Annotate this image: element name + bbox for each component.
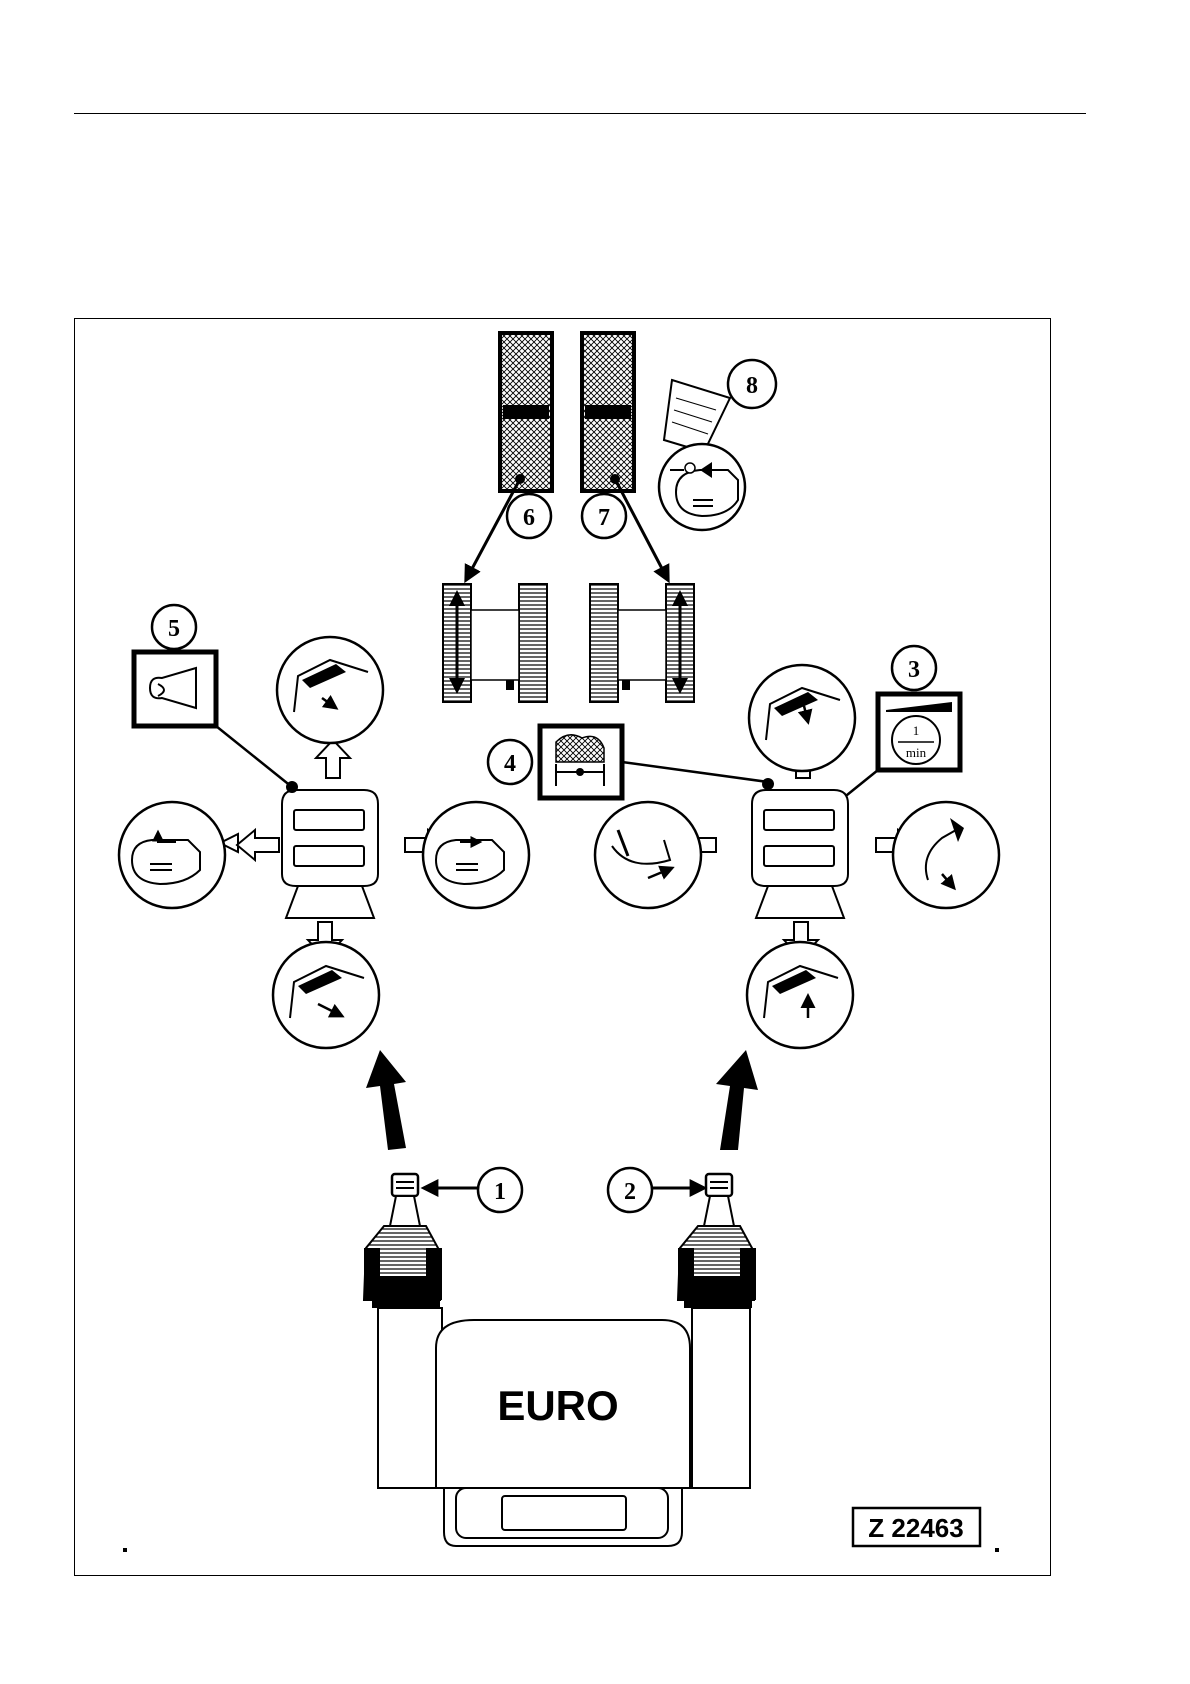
svg-text:4: 4 (504, 751, 516, 777)
left-control-lever-icon (220, 740, 446, 958)
callout-5: 5 (152, 605, 196, 649)
svg-text:2: 2 (624, 1179, 636, 1205)
svg-text:5: 5 (168, 616, 180, 642)
manual-icon (664, 380, 730, 452)
callout-7: 7 (582, 494, 626, 538)
speed-unit-denominator: min (906, 745, 927, 760)
travel-direction-icon (659, 444, 745, 530)
swing-left-icon (119, 802, 225, 908)
bucket-curl-icon (595, 802, 701, 908)
svg-text:6: 6 (523, 505, 535, 531)
load-leader-line (622, 762, 768, 782)
load-indicator-icon (540, 726, 622, 798)
svg-text:8: 8 (746, 373, 758, 399)
horn-leader-line (216, 726, 292, 787)
left-track-pair-icon (443, 584, 547, 702)
callout-1: 1 (478, 1168, 522, 1212)
boom-lower-right-icon (749, 665, 855, 771)
pedal-6[interactable] (500, 333, 552, 491)
svg-text:7: 7 (598, 505, 610, 531)
callout-3: 3 (892, 646, 936, 690)
callout-6: 6 (507, 494, 551, 538)
swing-right-icon (423, 802, 529, 908)
speed-unit-numerator: 1 (913, 723, 920, 738)
horn-button-icon (134, 652, 216, 726)
left-joystick[interactable] (364, 1174, 442, 1488)
left-big-arrow (366, 1050, 406, 1150)
callout-2: 2 (608, 1168, 652, 1212)
boom-raise-right-icon (747, 942, 853, 1048)
right-track-pair-icon (590, 584, 694, 702)
corner-mark-right (995, 1548, 999, 1552)
right-big-arrow (716, 1050, 758, 1150)
svg-text:1: 1 (494, 1179, 506, 1205)
seat-label: EURO (497, 1382, 618, 1429)
pedal-7[interactable] (582, 333, 634, 491)
bucket-dump-icon (893, 802, 999, 908)
callout-4: 4 (488, 740, 532, 784)
reference-code: Z 22463 (868, 1513, 963, 1543)
right-control-lever-icon (674, 740, 916, 958)
engine-speed-icon: 1 min (878, 694, 960, 770)
svg-text:3: 3 (908, 657, 920, 683)
boom-lower-left-icon (273, 942, 379, 1048)
boom-raise-left-icon (277, 637, 383, 743)
operator-seat: EURO (436, 1320, 690, 1546)
callout-8: 8 (728, 360, 776, 408)
corner-mark-left (123, 1548, 127, 1552)
